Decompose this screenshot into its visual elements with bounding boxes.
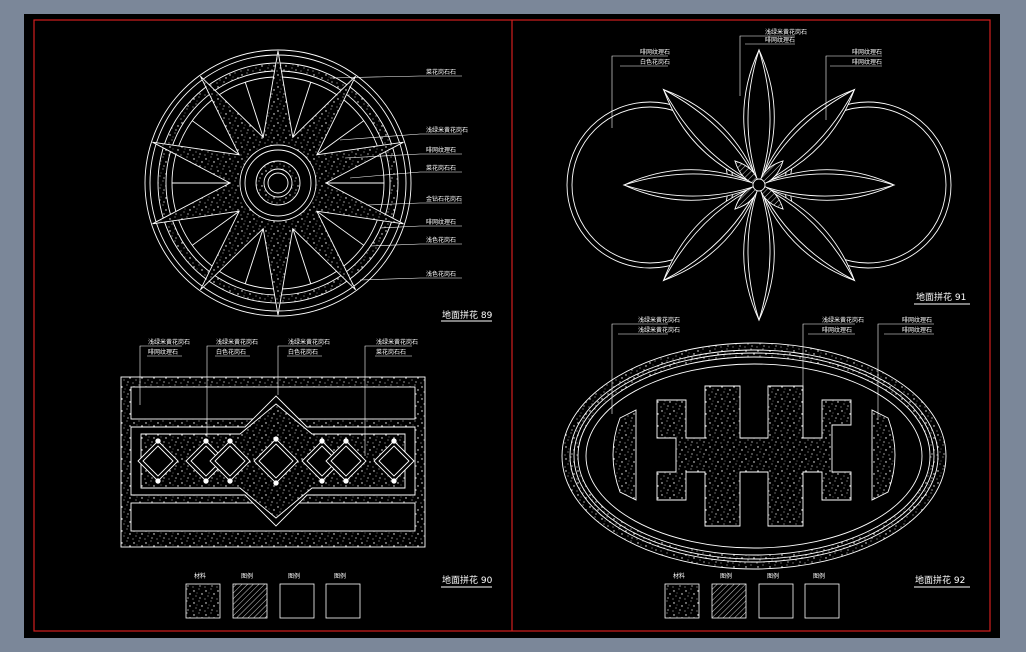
legend-92-swatch-plain-2 [804, 583, 840, 619]
label-90-top-0: 浅绿米黄花岗石 [148, 338, 190, 346]
drawing-89-title: 地面拼花 89 [442, 309, 493, 321]
drawing-91-title: 地面拼花 91 [916, 291, 966, 303]
legend-90-swatch-plain-2 [325, 583, 361, 619]
legend-92-swatch-speckle [664, 583, 700, 619]
drawing-90-title: 地面拼花 90 [442, 574, 493, 586]
legend-92-label-1: 图例 [720, 572, 732, 580]
label-92-right-0: 啡网纹理石 [902, 316, 932, 324]
legend-92-label-2: 图例 [767, 572, 779, 580]
label-89-1: 浅绿米黄花岗石 [426, 126, 468, 134]
drawing-91-leaders [611, 35, 970, 305]
drawing-92-oval-pattern [561, 342, 947, 570]
label-91-center-1: 啡网纹理石 [765, 36, 795, 44]
label-90-bottom-1: 白色花岗石 [216, 348, 246, 356]
drawing-92-leaders [611, 323, 970, 588]
legend-92-label-0: 材料 [673, 572, 685, 580]
label-91-right-1: 啡网纹理石 [852, 58, 882, 66]
label-90-bottom-0: 啡网纹理石 [148, 348, 178, 356]
legend-90-swatch-hatch [232, 583, 268, 619]
drawing-90-labels: 浅绿米黄花岗石 浅绿米黄花岗石 浅绿米黄花岗石 浅绿米黄花岗石 啡网纹理石 白色… [148, 338, 493, 586]
drawing-92-title: 地面拼花 92 [915, 574, 965, 586]
legend-90-label-2: 图例 [288, 572, 300, 580]
label-89-4: 金钻石花岗石 [426, 195, 462, 203]
drawing-89-star-medallion [144, 49, 412, 317]
label-89-6: 浅色花岗石 [426, 236, 456, 244]
label-90-top-3: 浅绿米黄花岗石 [376, 338, 418, 346]
legend-90-label-0: 材料 [194, 572, 206, 580]
label-90-bottom-2: 白色花岗石 [288, 348, 318, 356]
drawing-90-rect-border-pattern [120, 376, 426, 548]
legend-90-swatch-speckle [185, 583, 221, 619]
label-91-right-0: 啡网纹理石 [852, 48, 882, 56]
label-92-left-0: 浅绿米黄花岗石 [638, 316, 680, 324]
label-89-0: 菜花岗石石 [426, 68, 456, 76]
label-90-bottom-3: 菜花岗石石 [376, 348, 406, 356]
label-89-5: 啡网纹理石 [426, 218, 456, 226]
label-90-top-1: 浅绿米黄花岗石 [216, 338, 258, 346]
label-91-center-0: 浅绿米黄花岗石 [765, 28, 807, 36]
label-91-left-1: 白色花岗石 [640, 58, 670, 66]
drawing-91-flower-pattern [566, 48, 952, 322]
legend-92-label-3: 图例 [813, 572, 825, 580]
label-92-right-1: 啡网纹理石 [902, 326, 932, 334]
legend-90-label-1: 图例 [241, 572, 253, 580]
drawing-92-legend [664, 583, 840, 619]
drawing-89-labels: 菜花岗石石 浅绿米黄花岗石 啡网纹理石 菜花岗石石 金钻石花岗石 啡网纹理石 浅… [426, 68, 493, 321]
drawing-90-legend [185, 583, 361, 619]
label-89-3: 菜花岗石石 [426, 164, 456, 172]
drawing-90-legend-labels: 材料 图例 图例 图例 [194, 572, 346, 580]
drawing-89-leaders [329, 75, 492, 322]
drawing-90-leaders [139, 345, 492, 588]
label-91-left-0: 啡网纹理石 [640, 48, 670, 56]
drawing-92-labels: 浅绿米黄花岗石 浅绿米黄花岗石 浅绿米黄花岗石 啡网纹理石 啡网纹理石 啡网纹理… [638, 316, 965, 586]
label-92-center-1: 啡网纹理石 [822, 326, 852, 334]
label-92-center-0: 浅绿米黄花岗石 [822, 316, 864, 324]
legend-90-label-3: 图例 [334, 572, 346, 580]
label-89-2: 啡网纹理石 [426, 146, 456, 154]
label-90-top-2: 浅绿米黄花岗石 [288, 338, 330, 346]
legend-92-swatch-plain-1 [758, 583, 794, 619]
legend-90-swatch-plain-1 [279, 583, 315, 619]
legend-92-swatch-hatch [711, 583, 747, 619]
drawing-91-labels: 啡网纹理石 白色花岗石 浅绿米黄花岗石 啡网纹理石 啡网纹理石 啡网纹理石 地面… [640, 28, 966, 303]
label-89-7: 浅色花岗石 [426, 270, 456, 278]
drawing-92-legend-labels: 材料 图例 图例 图例 [673, 572, 825, 580]
label-92-left-1: 浅绿米黄花岗石 [638, 326, 680, 334]
